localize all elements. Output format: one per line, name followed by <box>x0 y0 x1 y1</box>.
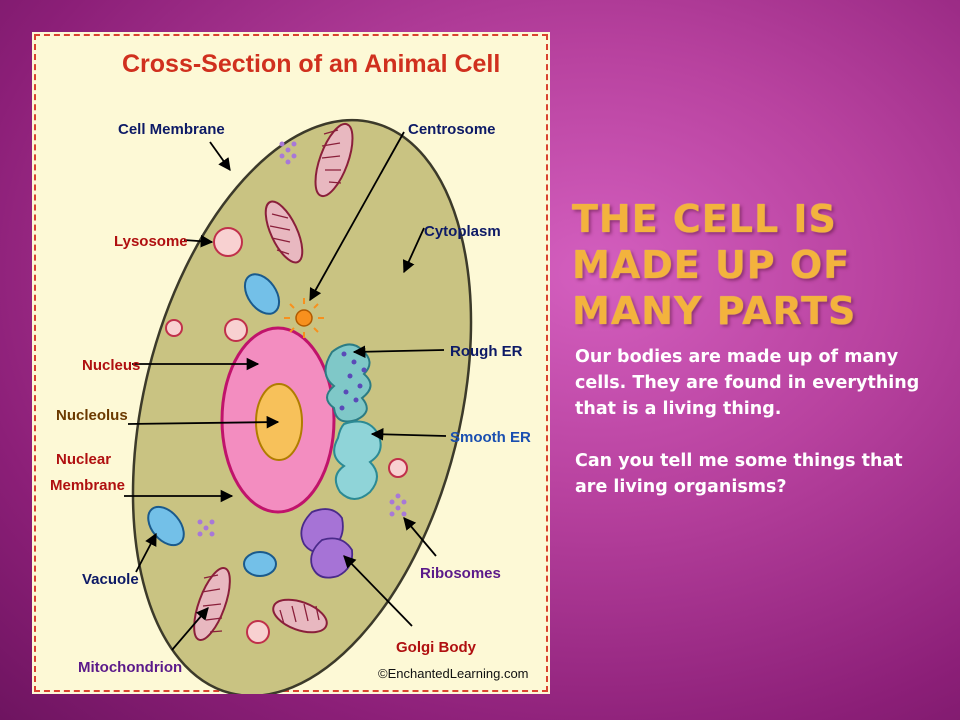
golgi-body-shape <box>300 508 354 579</box>
label-nuclear: Nuclear <box>56 451 111 468</box>
centrosome-shape <box>284 298 324 338</box>
label-smooth-er: Smooth ER <box>450 429 531 446</box>
label-cell-membrane: Cell Membrane <box>118 121 225 138</box>
lysosomes-group <box>165 227 408 644</box>
label-centrosome: Centrosome <box>408 121 496 138</box>
label-rough-er: Rough ER <box>450 343 523 360</box>
label-nucleus: Nucleus <box>82 357 140 374</box>
label-cytoplasm: Cytoplasm <box>424 223 501 240</box>
label-mitochondrion: Mitochondrion <box>78 659 182 676</box>
body-paragraph-2: Can you tell me some things that are liv… <box>575 451 903 497</box>
ribosome-dots <box>197 141 407 537</box>
label-vacuole: Vacuole <box>82 571 139 588</box>
label-ribosomes: Ribosomes <box>420 565 501 582</box>
body-paragraph-1: Our bodies are made up of many cells. Th… <box>575 347 920 419</box>
cell-diagram: Cross-Section of an Animal Cell <box>32 32 550 694</box>
label-lysosome: Lysosome <box>114 233 188 250</box>
slide-body: Our bodies are made up of many cells. Th… <box>575 344 925 526</box>
credit-text: ©EnchantedLearning.com <box>378 666 529 681</box>
label-membrane: Membrane <box>50 477 125 494</box>
diagram-title: Cross-Section of an Animal Cell <box>122 50 500 78</box>
slide-title: The cell is made up of many parts <box>572 197 857 333</box>
cell-diagram-svg: Cross-Section of an Animal Cell <box>50 50 531 694</box>
label-golgi-body: Golgi Body <box>396 639 477 656</box>
label-nucleolus: Nucleolus <box>56 407 128 424</box>
